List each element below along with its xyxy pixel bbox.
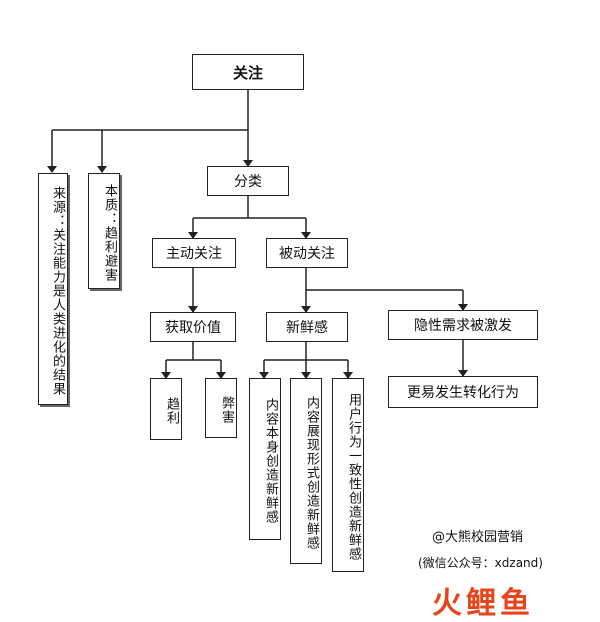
node-source: 来源：关注能力是人类进化的结果	[38, 173, 68, 405]
node-conversion: 更易发生转化行为	[388, 376, 538, 408]
node-content-form: 内容展现形式创造新鲜感	[290, 378, 322, 564]
node-freshness: 新鲜感	[266, 312, 348, 342]
node-seek-benefit: 趋利	[150, 378, 182, 440]
node-hidden-need: 隐性需求被激发	[388, 310, 538, 340]
watermark-logo: 火鲤鱼	[432, 578, 534, 622]
arrowheads	[47, 160, 468, 379]
credit-author: @大熊校园营销	[432, 530, 524, 545]
credit-wechat: (微信公众号：xdzand)	[418, 556, 543, 570]
node-avoid-harm: 弊害	[205, 378, 237, 438]
watermark-text: 火鲤鱼	[432, 586, 534, 621]
node-user-behavior: 用户行为一致性创造新鲜感	[332, 378, 364, 572]
node-active: 主动关注	[152, 238, 236, 268]
node-passive: 被动关注	[266, 238, 348, 268]
node-classify: 分类	[207, 166, 289, 196]
node-content-itself: 内容本身创造新鲜感	[249, 378, 281, 540]
node-get-value: 获取价值	[150, 312, 236, 342]
node-essence: 本质：趋利避害	[88, 173, 120, 289]
node-root: 关注	[192, 54, 304, 90]
